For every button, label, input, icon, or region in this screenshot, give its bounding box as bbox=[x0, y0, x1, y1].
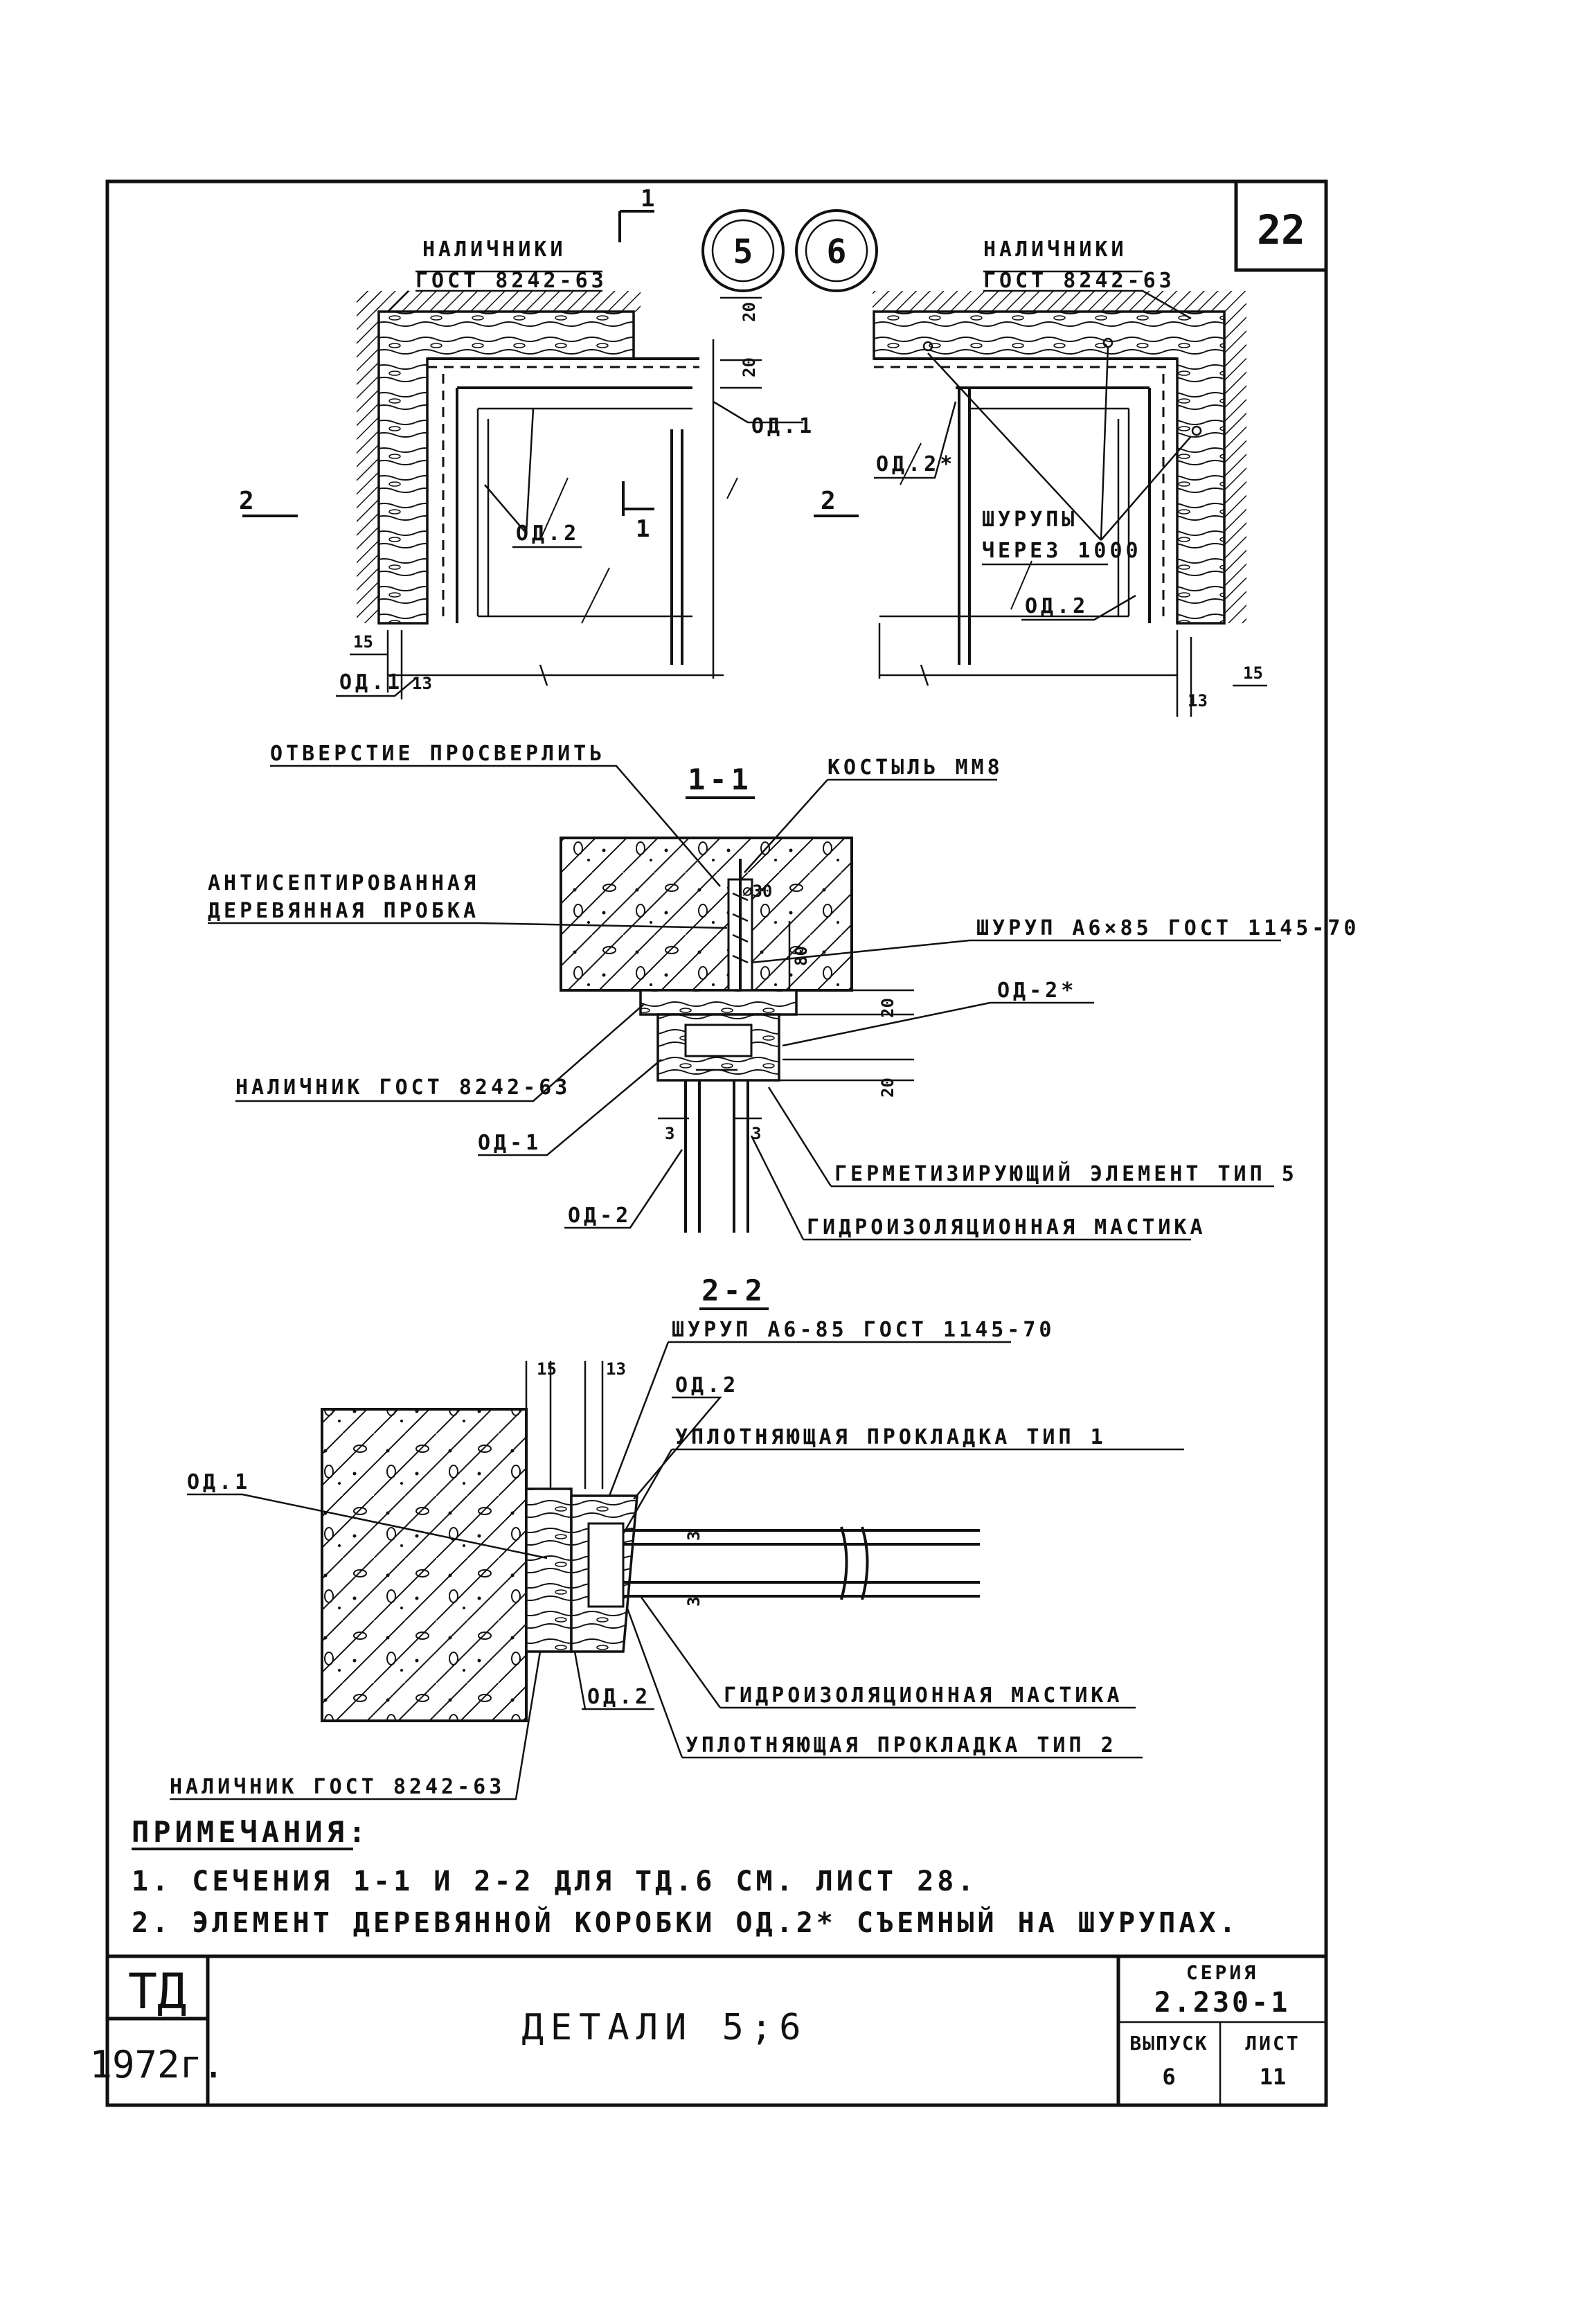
svg-text:ОД.1: ОД.1 bbox=[187, 1470, 251, 1494]
svg-text:УПЛОТНЯЮЩАЯ ПРОКЛАДКА ТИП 1: УПЛОТНЯЮЩАЯ ПРОКЛАДКА ТИП 1 bbox=[675, 1425, 1107, 1449]
sheet-frame bbox=[105, 179, 1328, 2107]
svg-text:1: 1 bbox=[636, 515, 650, 543]
title-year: 1972г. bbox=[89, 2043, 224, 2086]
svg-text:ЧЕРЕЗ 1000: ЧЕРЕЗ 1000 bbox=[982, 539, 1142, 563]
section-1-1: 1-1 ОТВЕРСТИЕ ПРОСВЕРЛИТЬ КОСТЫЛЬ ММ8 АН… bbox=[208, 742, 1359, 1241]
svg-text:ГИДРОИЗОЛЯЦИОННАЯ МАСТИКА: ГИДРОИЗОЛЯЦИОННАЯ МАСТИКА bbox=[807, 1215, 1206, 1240]
svg-text:ОД-1: ОД-1 bbox=[478, 1131, 542, 1155]
series-value: 2.230-1 bbox=[1154, 1987, 1291, 2019]
svg-text:3: 3 bbox=[751, 1124, 761, 1143]
svg-text:АНТИСЕПТИРОВАННАЯ: АНТИСЕПТИРОВАННАЯ bbox=[208, 871, 479, 895]
svg-text:ОД-2*: ОД-2* bbox=[997, 978, 1077, 1003]
sheet-value: 11 bbox=[1260, 2064, 1287, 2090]
detail-marker-6: 6 bbox=[795, 209, 878, 292]
svg-text:15: 15 bbox=[353, 632, 373, 652]
svg-text:ШУРУП А6×85 ГОСТ 1145-70: ШУРУП А6×85 ГОСТ 1145-70 bbox=[976, 916, 1359, 940]
title-main: ДЕТАЛИ 5;6 bbox=[521, 2007, 807, 2048]
svg-text:15: 15 bbox=[537, 1359, 557, 1379]
svg-text:13: 13 bbox=[606, 1359, 626, 1379]
svg-text:1-1: 1-1 bbox=[688, 762, 753, 796]
sheet-label: ЛИСТ bbox=[1245, 2032, 1300, 2055]
label-nalichniki-left: НАЛИЧНИКИ bbox=[422, 238, 566, 262]
svg-text:3: 3 bbox=[665, 1124, 674, 1143]
notes: ПРИМЕЧАНИЯ: 1. СЕЧЕНИЯ 1-1 И 2-2 ДЛЯ ТД.… bbox=[132, 1815, 1240, 1939]
title-block: ТД 1972г. ДЕТАЛИ 5;6 СЕРИЯ 2.230-1 ВЫПУС… bbox=[89, 1954, 1326, 2105]
svg-text:ГОСТ 8242-63: ГОСТ 8242-63 bbox=[983, 269, 1175, 293]
svg-text:ОД.2: ОД.2 bbox=[675, 1373, 739, 1397]
svg-text:ДЕРЕВЯННАЯ ПРОБКА: ДЕРЕВЯННАЯ ПРОБКА bbox=[208, 899, 479, 923]
svg-text:ГЕРМЕТИЗИРУЮЩИЙ ЭЛЕМЕНТ ТИП 5: ГЕРМЕТИЗИРУЮЩИЙ ЭЛЕМЕНТ ТИП 5 bbox=[834, 1161, 1298, 1186]
svg-text:15: 15 bbox=[1243, 663, 1263, 683]
svg-text:3: 3 bbox=[684, 1597, 704, 1607]
detail-marker-5: 5 bbox=[701, 209, 785, 292]
svg-text:ОТВЕРСТИЕ ПРОСВЕРЛИТЬ: ОТВЕРСТИЕ ПРОСВЕРЛИТЬ bbox=[270, 742, 605, 766]
section-2-2: 2-2 ШУРУП А6-85 ГОСТ 1145-70 15 13 ОД.2 … bbox=[170, 1273, 1184, 1800]
title-code: ТД bbox=[128, 1963, 186, 2020]
svg-text:1: 1 bbox=[641, 185, 654, 213]
svg-text:20: 20 bbox=[740, 302, 759, 322]
series-label: СЕРИЯ bbox=[1186, 1961, 1258, 1984]
svg-text:3: 3 bbox=[684, 1531, 704, 1541]
svg-text:6: 6 bbox=[827, 233, 847, 271]
svg-text:13: 13 bbox=[412, 674, 432, 693]
svg-text:ОД.2: ОД.2 bbox=[587, 1685, 651, 1709]
svg-text:80: 80 bbox=[792, 946, 811, 966]
svg-text:НАЛИЧНИКИ: НАЛИЧНИКИ bbox=[983, 238, 1127, 262]
elevation-right: НАЛИЧНИКИ ГОСТ 8242-63 ОД.2* ШУРУПЫ ЧЕРЕ… bbox=[873, 238, 1267, 717]
svg-text:ОД.2: ОД.2 bbox=[1025, 594, 1089, 618]
issue-label: ВЫПУСК bbox=[1129, 2032, 1208, 2055]
svg-text:5: 5 bbox=[733, 233, 753, 271]
notes-heading: ПРИМЕЧАНИЯ: bbox=[132, 1815, 370, 1849]
elevation-left: 2 2 1 1 НАЛИЧНИКИ ГОСТ 8242-63 ОД.1 ОД.2… bbox=[239, 185, 859, 699]
svg-text:2-2: 2-2 bbox=[701, 1273, 767, 1307]
svg-text:2: 2 bbox=[821, 487, 836, 515]
svg-text:НАЛИЧНИК ГОСТ 8242-63: НАЛИЧНИК ГОСТ 8242-63 bbox=[170, 1775, 505, 1799]
note-2: 2. ЭЛЕМЕНТ ДЕРЕВЯННОЙ КОРОБКИ ОД.2* СЪЕМ… bbox=[132, 1906, 1240, 1939]
svg-text:⌀30: ⌀30 bbox=[742, 882, 772, 901]
sheet-number: 22 bbox=[1257, 206, 1305, 253]
sheet-number-box: 22 bbox=[1234, 179, 1328, 272]
svg-text:КОСТЫЛЬ ММ8: КОСТЫЛЬ ММ8 bbox=[828, 756, 1003, 780]
svg-text:ГИДРОИЗОЛЯЦИОННАЯ МАСТИКА: ГИДРОИЗОЛЯЦИОННАЯ МАСТИКА bbox=[724, 1683, 1123, 1708]
svg-text:ОД-2: ОД-2 bbox=[568, 1204, 632, 1228]
label-gost-left: ГОСТ 8242-63 bbox=[415, 269, 607, 293]
svg-text:ОД.2*: ОД.2* bbox=[876, 452, 956, 476]
svg-text:ОД.1: ОД.1 bbox=[751, 414, 815, 438]
svg-text:НАЛИЧНИК ГОСТ 8242-63: НАЛИЧНИК ГОСТ 8242-63 bbox=[235, 1075, 571, 1100]
svg-text:ШУРУПЫ: ШУРУПЫ bbox=[982, 508, 1077, 532]
svg-text:2: 2 bbox=[239, 487, 254, 515]
svg-text:УПЛОТНЯЮЩАЯ ПРОКЛАДКА ТИП 2: УПЛОТНЯЮЩАЯ ПРОКЛАДКА ТИП 2 bbox=[686, 1733, 1117, 1758]
svg-text:ОД.1: ОД.1 bbox=[339, 670, 403, 695]
svg-text:ШУРУП А6-85 ГОСТ 1145-70: ШУРУП А6-85 ГОСТ 1145-70 bbox=[672, 1318, 1055, 1342]
note-1: 1. СЕЧЕНИЯ 1-1 И 2-2 ДЛЯ ТД.6 СМ. ЛИСТ 2… bbox=[132, 1866, 977, 1897]
issue-value: 6 bbox=[1162, 2064, 1175, 2090]
